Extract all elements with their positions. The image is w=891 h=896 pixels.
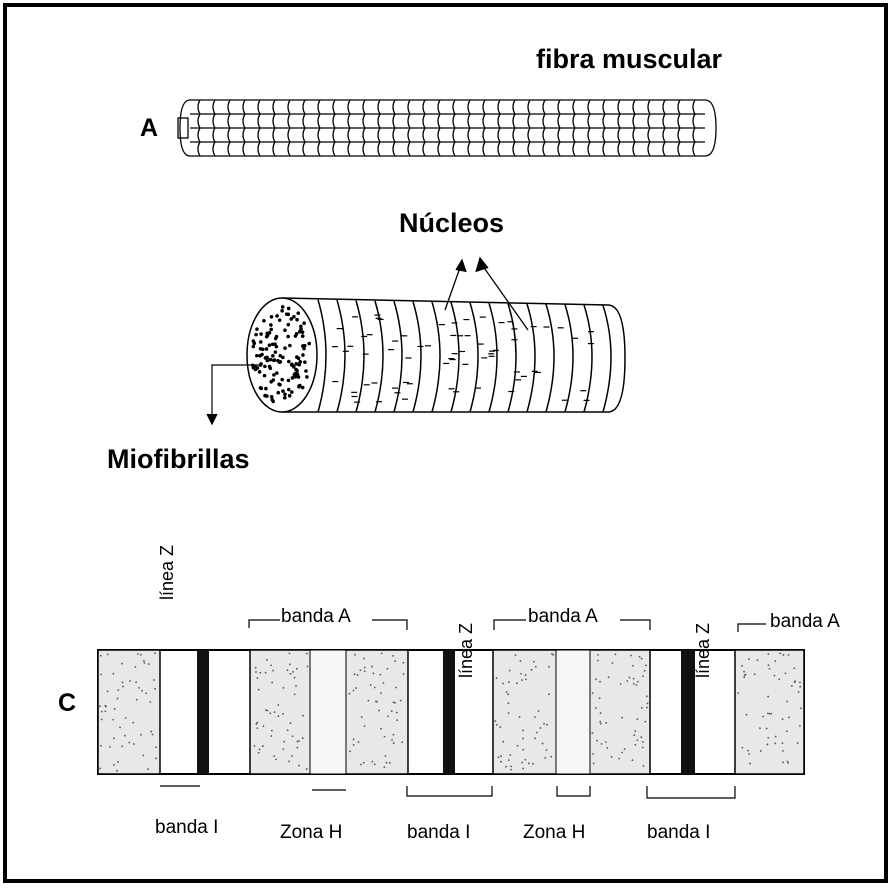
linea-z-label-1: línea Z xyxy=(157,545,178,600)
fiber-bundle-a xyxy=(178,100,716,156)
banda-i-label-3: banda I xyxy=(647,822,710,844)
banda-a-label-1: banda A xyxy=(281,606,351,628)
letter-c-label: C xyxy=(58,689,76,718)
nucleos-label: Núcleos xyxy=(399,208,504,239)
a-band-region-1 xyxy=(98,650,160,774)
zona-h-label-2: Zona H xyxy=(523,822,585,844)
nucleos-arrows xyxy=(445,258,528,330)
banda-a-label-3: banda A xyxy=(770,611,840,633)
zona-h-label-1: Zona H xyxy=(280,822,342,844)
lower-brackets xyxy=(160,786,735,798)
muscle-cylinder xyxy=(247,298,625,412)
z-line-2 xyxy=(443,650,455,774)
z-line-1 xyxy=(197,650,209,774)
fibra-muscular-label: fibra muscular xyxy=(536,44,722,75)
linea-z-label-2: línea Z xyxy=(456,623,477,678)
letter-a-label: A xyxy=(140,114,158,143)
linea-z-label-3: línea Z xyxy=(693,623,714,678)
h-zone-1 xyxy=(310,650,346,774)
miofibrillas-label: Miofibrillas xyxy=(107,444,250,475)
h-zone-2 xyxy=(556,650,590,774)
banda-a-label-2: banda A xyxy=(528,606,598,628)
banda-i-label-1: banda I xyxy=(155,817,218,839)
banda-i-label-2: banda I xyxy=(407,822,470,844)
